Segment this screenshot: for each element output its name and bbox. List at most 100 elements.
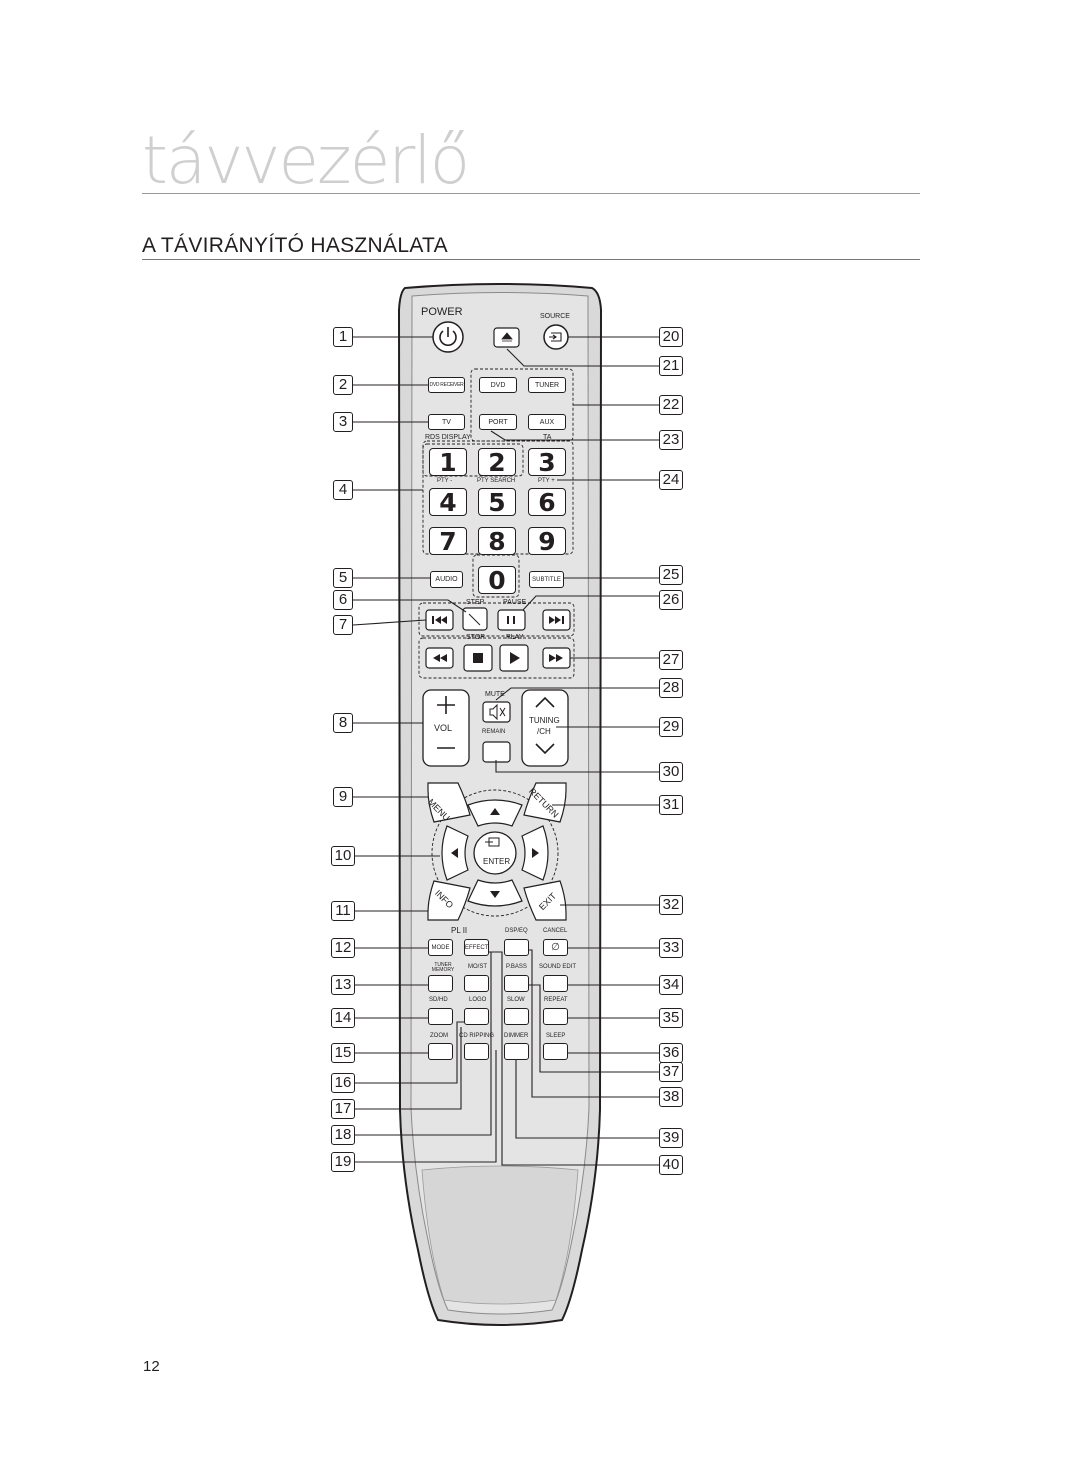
tv-button[interactable]: TV (428, 414, 465, 430)
mode-button[interactable]: MODE (428, 939, 453, 956)
digit-0-button[interactable]: 0 (478, 566, 516, 594)
stop-label: STOP (466, 634, 485, 641)
play-icon (510, 652, 520, 664)
pause-icon (507, 616, 515, 624)
enter-label: ENTER (483, 857, 511, 866)
mo-st-label: MO/ST (468, 964, 487, 970)
leader-lines (352, 336, 659, 1166)
callout-32: 32 (659, 895, 683, 915)
mo-st-button[interactable] (464, 975, 489, 992)
pty-search-label: PTY SEARCH (477, 478, 516, 484)
audio-button[interactable]: AUDIO (430, 571, 463, 588)
digit-6-button[interactable]: 6 (528, 488, 566, 516)
digit-8-button[interactable]: 8 (478, 527, 516, 555)
callout-19: 19 (331, 1152, 355, 1172)
vol-rocker (422, 689, 470, 767)
prev-icon (432, 616, 447, 624)
rds-display-label: RDS DISPLAY (425, 434, 471, 441)
callout-30: 30 (659, 762, 683, 782)
callout-12: 12 (331, 938, 355, 958)
page-number: 12 (143, 1358, 160, 1375)
tuner-memory-button[interactable] (428, 975, 453, 992)
callout-40: 40 (659, 1155, 683, 1175)
play-label: PLAY (506, 634, 524, 641)
p-bass-button[interactable] (504, 975, 529, 992)
port-button[interactable]: PORT (479, 414, 517, 430)
aux-button[interactable]: AUX (528, 414, 566, 430)
logo-button[interactable] (464, 1008, 489, 1025)
source-label: SOURCE (540, 313, 570, 320)
pause-label: PAUSE (503, 599, 527, 606)
rewind-icon (433, 654, 447, 662)
dsp-eq-label: DSP/EQ (505, 928, 528, 934)
dimmer-button[interactable] (504, 1043, 529, 1060)
digit-4-button[interactable]: 4 (429, 488, 467, 516)
ta-label: TA (543, 434, 552, 441)
callout-5: 5 (333, 568, 353, 588)
callout-6: 6 (333, 590, 353, 610)
cd-ripping-button[interactable] (464, 1043, 489, 1060)
enter-icon (485, 837, 500, 847)
digit-1-button[interactable]: 1 (429, 448, 467, 476)
callout-31: 31 (659, 795, 683, 815)
cancel-button[interactable]: ∅ (543, 939, 568, 956)
enter-button (473, 831, 517, 875)
callout-2: 2 (333, 375, 353, 395)
dimmer-label: DIMMER (504, 1033, 529, 1039)
callout-22: 22 (659, 395, 683, 415)
next-icon (549, 616, 564, 624)
callout-37: 37 (659, 1062, 683, 1082)
subtitle-button[interactable]: SUBTITLE (529, 571, 564, 588)
tuning-up-icon (535, 696, 555, 708)
callout-27: 27 (659, 650, 683, 670)
stop-icon (473, 653, 483, 663)
callout-4: 4 (333, 480, 353, 500)
digit-3-button[interactable]: 3 (528, 448, 566, 476)
tuning-down-icon (535, 743, 555, 755)
callout-17: 17 (331, 1099, 355, 1119)
pty-minus-label: PTY - (437, 478, 453, 484)
digit-9-button[interactable]: 9 (528, 527, 566, 555)
callout-21: 21 (659, 356, 683, 376)
callout-20: 20 (659, 327, 683, 347)
pl2-label: PL II (451, 926, 468, 935)
callout-3: 3 (333, 412, 353, 432)
callout-9: 9 (333, 787, 353, 807)
tuner-memory-label: TUNER MEMORY (431, 962, 455, 973)
callout-13: 13 (331, 975, 355, 995)
digit-7-button[interactable]: 7 (429, 527, 467, 555)
nav-left-icon (451, 848, 458, 858)
slow-label: SLOW (507, 997, 525, 1003)
slow-button[interactable] (504, 1008, 529, 1025)
sound-edit-button[interactable] (543, 975, 568, 992)
digit-2-button[interactable]: 2 (478, 448, 516, 476)
nav-right-icon (532, 848, 539, 858)
vol-plus-icon (437, 696, 455, 714)
sd-hd-label: SD/HD (429, 997, 448, 1003)
dsp-eq-button[interactable] (504, 939, 529, 956)
repeat-button[interactable] (543, 1008, 568, 1025)
digit-5-button[interactable]: 5 (478, 488, 516, 516)
pty-plus-label: PTY + (538, 478, 555, 484)
sd-hd-button[interactable] (428, 1008, 453, 1025)
dvd-receiver-button[interactable]: DVD RECEIVER (428, 377, 465, 393)
transport-icons (432, 613, 564, 664)
tuner-button[interactable]: TUNER (528, 377, 566, 393)
logo-label: LOGO (469, 997, 487, 1003)
effect-button[interactable]: EFFECT (464, 939, 489, 956)
callout-25: 25 (659, 565, 683, 585)
chapter-title-rule (142, 193, 920, 194)
sleep-button[interactable] (543, 1043, 568, 1060)
zoom-label: ZOOM (430, 1033, 448, 1039)
forward-icon (549, 654, 563, 662)
section-title: A TÁVIRÁNYÍTÓ HASZNÁLATA (142, 234, 448, 257)
dvd-button[interactable]: DVD (479, 377, 517, 393)
callout-10: 10 (331, 846, 355, 866)
chapter-title: távvezérlő (142, 122, 470, 199)
power-icon (439, 327, 457, 346)
ch-label: /CH (537, 727, 551, 736)
zoom-button[interactable] (428, 1043, 453, 1060)
callout-24: 24 (659, 470, 683, 490)
callout-23: 23 (659, 430, 683, 450)
sleep-label: SLEEP (546, 1033, 566, 1039)
